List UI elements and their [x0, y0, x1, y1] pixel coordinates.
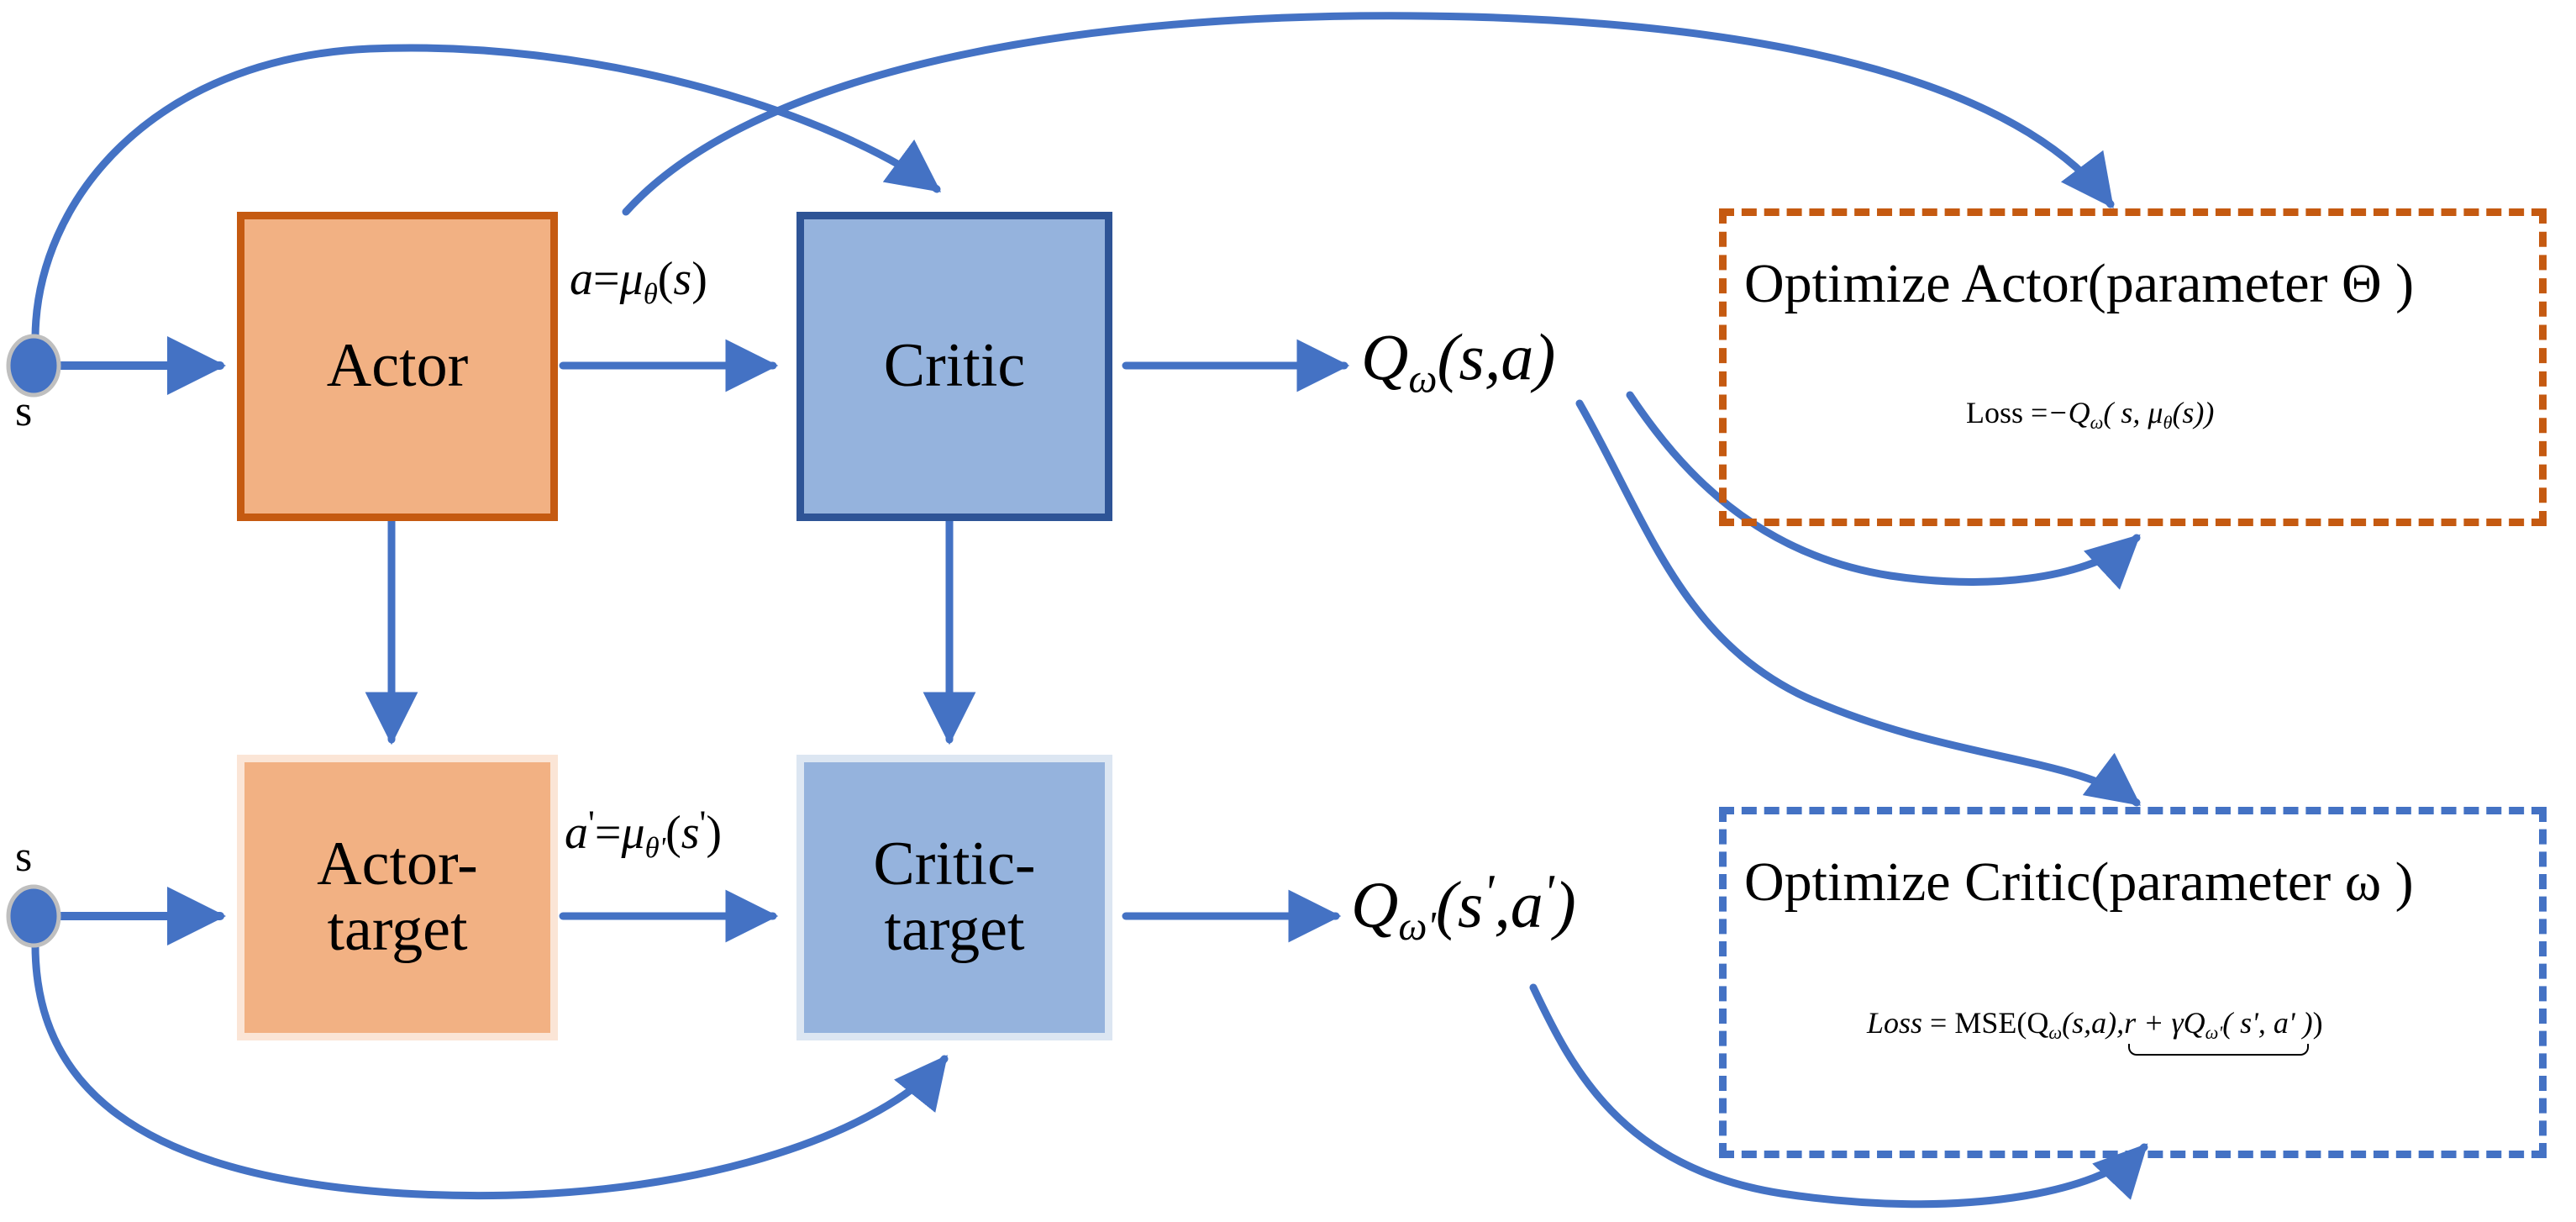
action-bottom-arg: s	[681, 806, 700, 859]
q-top-symbol: Q	[1361, 320, 1409, 393]
optimize-critic-loss-target-head: r + γQ	[2124, 1006, 2205, 1040]
optimize-critic-title: Optimize Critic(parameter ω )	[1744, 851, 2414, 913]
action-top-arg: s	[673, 253, 692, 305]
optimize-actor-loss-tail: (s))	[2172, 396, 2215, 429]
action-bottom-paren-open: (	[665, 806, 681, 859]
optimize-critic-loss-sub2-prime: '	[2218, 1022, 2223, 1044]
optimize-actor-loss-sub: ω	[2090, 412, 2104, 434]
output-q-bottom: Qω'(s',a')	[1351, 864, 1576, 950]
edge-state-top-to-critic	[31, 44, 942, 340]
action-top-paren-close: )	[691, 253, 707, 305]
q-bottom-arg1: s	[1457, 867, 1484, 941]
action-top-eq: =	[593, 253, 620, 305]
node-critic[interactable]: Critic	[796, 212, 1112, 521]
optimize-critic-loss-close: )	[2312, 1006, 2323, 1040]
q-bottom-symbol: Q	[1351, 867, 1399, 941]
q-bottom-arg1-prime: '	[1483, 865, 1495, 921]
optimize-critic-loss-target-args: ( s', a' )	[2222, 1006, 2313, 1040]
edge-action-to-optimize-actor	[622, 12, 2115, 216]
optimize-actor-title: Optimize Actor(parameter Θ )	[1744, 253, 2415, 314]
q-bottom-arg2: a	[1510, 867, 1543, 941]
node-actor[interactable]: Actor	[237, 212, 558, 521]
action-top-sub: θ	[643, 277, 658, 311]
optimize-critic-loss-eq: =	[1930, 1006, 1948, 1040]
edge-q-top-to-optimize-actor	[1626, 391, 2141, 590]
q-bottom-arg2-prime: '	[1543, 865, 1554, 921]
optimize-actor-loss-args: ( s, μ	[2103, 396, 2163, 429]
action-top-paren-open: (	[657, 253, 674, 305]
optimize-actor-loss-args-sub: θ	[2163, 412, 2173, 434]
node-actor-target-label-line2: target	[327, 895, 468, 964]
action-top-fn: μ	[619, 253, 644, 305]
q-bottom-paren-close: )	[1553, 867, 1576, 941]
action-bottom-paren-close: )	[706, 806, 723, 859]
optimize-critic-loss-sub1: ω	[2048, 1022, 2063, 1044]
action-bottom-eq: =	[594, 806, 622, 859]
action-top-lhs: a	[570, 253, 593, 305]
optimize-critic-loss-mid: (s,a),	[2062, 1006, 2125, 1040]
node-actor-label: Actor	[326, 331, 469, 401]
state-label-bottom: s	[15, 833, 33, 881]
edge-q-bottom-to-optimize-critic	[1529, 983, 2148, 1209]
state-node-bottom	[6, 884, 61, 948]
node-critic-label: Critic	[883, 331, 1026, 401]
q-bottom-comma: ,	[1494, 867, 1511, 941]
optimize-critic-loss-sub2: ω	[2205, 1022, 2219, 1044]
q-bottom-sub-prime: '	[1427, 904, 1436, 950]
optimize-actor-loss: Loss =−Qω( s, μθ(s))	[1966, 395, 2214, 434]
action-bottom-fn: μ	[621, 806, 645, 859]
action-bottom-arg-prime: '	[699, 803, 707, 844]
state-node-top	[6, 334, 61, 398]
state-label-top: s	[15, 387, 33, 435]
node-actor-target[interactable]: Actor- target	[237, 755, 558, 1040]
output-q-top: Qω(s,a)	[1361, 319, 1555, 402]
optimize-critic-loss-mse: MSE(Q	[1954, 1006, 2049, 1040]
action-bottom-lhs: a	[565, 806, 588, 859]
panel-optimize-critic[interactable]	[1719, 807, 2547, 1158]
node-critic-target-label-line1: Critic-	[873, 830, 1036, 899]
q-top-args: (s,a)	[1437, 320, 1556, 393]
edge-label-action-bottom: a'=μθ'(s')	[565, 803, 722, 865]
edge-q-top-to-optimize-critic	[1575, 399, 2142, 807]
node-critic-target-label-line2: target	[884, 895, 1025, 964]
optimize-critic-loss-label: Loss	[1867, 1006, 1923, 1040]
q-bottom-paren-open: (	[1435, 867, 1458, 941]
q-bottom-sub: ω	[1398, 904, 1427, 950]
optimize-actor-loss-eq: =	[2031, 396, 2048, 429]
optimize-critic-loss-target-underbrace: r + γQω'( s', a' )	[2124, 1005, 2313, 1056]
q-top-sub: ω	[1408, 356, 1438, 402]
panel-optimize-actor[interactable]	[1719, 208, 2547, 526]
optimize-actor-loss-q: −Q	[2048, 396, 2090, 429]
node-critic-target[interactable]: Critic- target	[796, 755, 1112, 1040]
optimize-actor-loss-label: Loss	[1966, 396, 2024, 429]
edge-label-action-top: a=μθ(s)	[570, 252, 707, 311]
action-bottom-sub: θ	[644, 830, 660, 864]
action-bottom-lhs-prime: '	[588, 803, 595, 844]
node-actor-target-label-line1: Actor-	[317, 830, 478, 899]
edge-state-bottom-to-critic-target	[31, 937, 949, 1200]
optimize-critic-loss: Loss = MSE(Qω(s,a),r + γQω'( s', a' ))	[1867, 1005, 2323, 1056]
action-bottom-sub-prime: '	[659, 830, 666, 864]
